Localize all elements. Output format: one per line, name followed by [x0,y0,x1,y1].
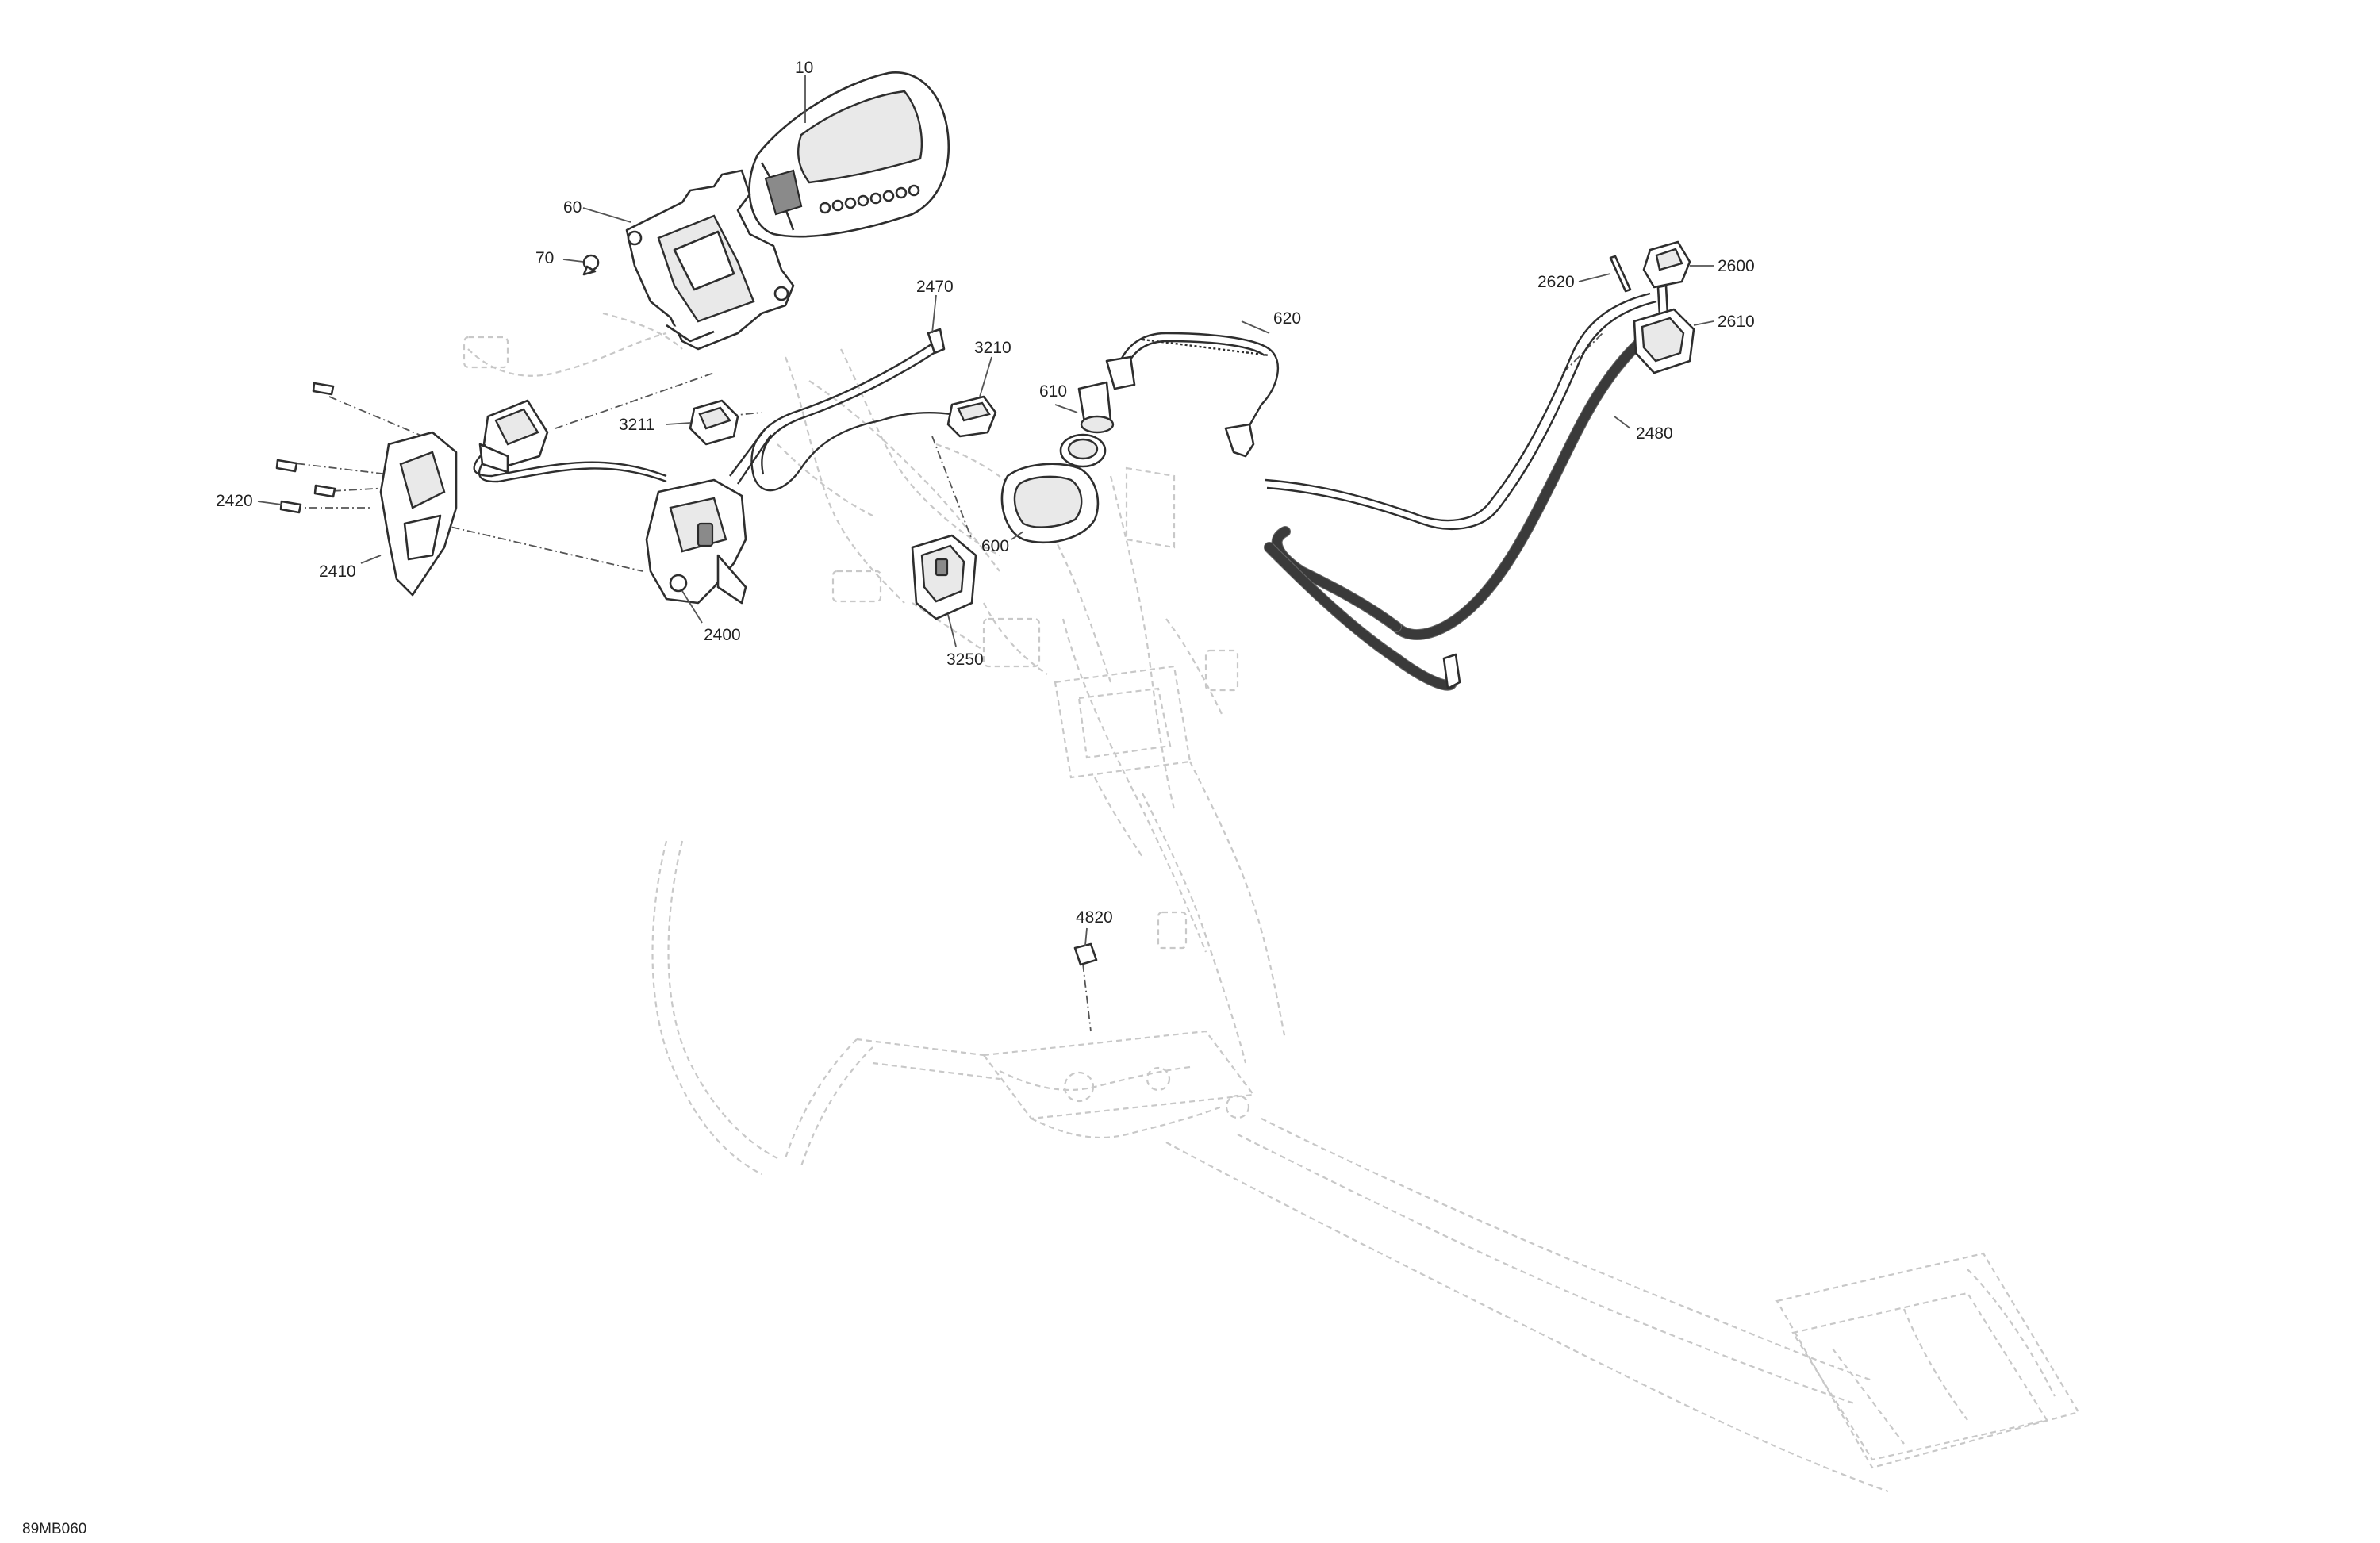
callout-2410: 2410 [319,562,356,581]
callout-3211: 3211 [619,416,654,434]
cluster-buttons [819,184,920,214]
callout-620: 620 [1273,309,1301,328]
callout-70: 70 [536,249,554,267]
clip-4820 [1073,942,1098,966]
callout-610: 610 [1039,382,1067,401]
harness-2470 [750,328,977,492]
callout-2610: 2610 [1718,313,1755,331]
callout-600: 600 [981,537,1009,555]
callout-2470: 2470 [916,278,954,296]
cluster-support [625,169,795,351]
instrument-cluster [748,71,950,238]
callout-labels: 10 60 70 2470 3210 3211 620 610 600 2420… [216,59,1755,927]
callout-2480: 2480 [1636,424,1673,443]
tie-2620 [1609,255,1632,293]
callout-4820: 4820 [1076,908,1113,927]
tether-cord-620 [1105,332,1280,458]
callout-2600: 2600 [1718,257,1755,275]
ignition-switch-600 [1000,433,1107,544]
screw-70 [582,254,600,276]
callout-3210: 3210 [974,339,1012,357]
connector-2610 [1633,308,1695,374]
switch-cover-2410 [379,431,458,597]
connector-3211 [689,399,739,446]
harness-2480 [1264,292,1657,691]
ghost-frame [463,312,2080,1493]
callout-3250: 3250 [946,651,984,669]
switch-3250 [911,534,977,620]
left-harness [473,399,667,483]
leader-lines [257,75,1714,946]
lanyard-post-610 [1077,381,1115,434]
screws-2420 [275,382,336,514]
callout-2620: 2620 [1537,273,1575,291]
connector-3210 [946,395,997,438]
reference-code: 89MB060 [22,1521,86,1537]
callout-60: 60 [563,198,582,217]
assembly-lines [281,332,1603,1032]
callout-10: 10 [795,59,813,77]
callout-2400: 2400 [704,626,741,644]
callout-2420: 2420 [216,492,253,510]
